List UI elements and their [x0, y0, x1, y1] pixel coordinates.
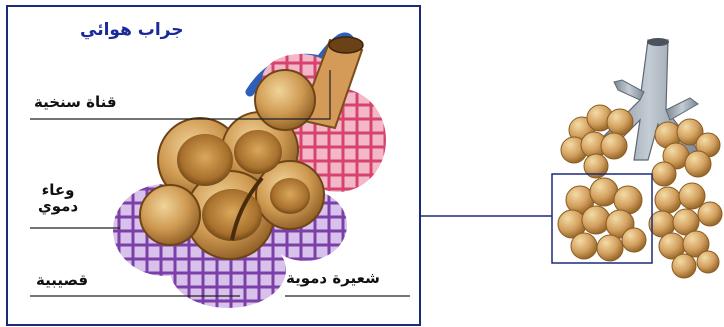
bronchial-tree-illustration — [558, 38, 722, 278]
alveolar-duct-opening — [329, 37, 363, 53]
alveolus-cluster-ball — [652, 162, 676, 186]
bronchiole — [614, 80, 644, 100]
alveolus-cluster-ball — [672, 254, 696, 278]
alveolus-cluster-ball — [655, 187, 681, 213]
alveolar-cavity — [234, 130, 282, 174]
alveolus-cluster-ball — [679, 183, 705, 209]
alveolus-cluster-ball — [597, 235, 623, 261]
alveolar-cavity — [270, 178, 310, 214]
alveolus-cluster-ball — [582, 206, 610, 234]
label-blood-vessel: وعاء دموي — [38, 182, 78, 214]
alveolus-cluster-ball — [698, 202, 722, 226]
alveolus-cluster-ball — [622, 228, 646, 252]
label-blood-vessel-line2: دموي — [38, 198, 78, 214]
alveolus-cluster-ball — [685, 151, 711, 177]
alveolus-cluster-ball — [697, 251, 719, 273]
alveolus — [140, 185, 200, 245]
label-bronchiole: قصيبية — [36, 272, 88, 288]
label-alveolar-duct: قناة سنخية — [34, 94, 117, 110]
diagram-title: جراب هوائي — [80, 22, 184, 38]
alveolus-cluster-ball — [607, 109, 633, 135]
alveolar-cavity — [177, 134, 233, 186]
alveolus — [255, 70, 315, 130]
bronchiole — [666, 98, 698, 120]
label-capillary: شعيرة دموية — [286, 270, 380, 286]
alveolus-cluster-ball — [601, 133, 627, 159]
alveolus-cluster-ball — [571, 233, 597, 259]
bronchus-opening — [647, 38, 669, 46]
label-blood-vessel-line1: وعاء — [38, 182, 78, 198]
